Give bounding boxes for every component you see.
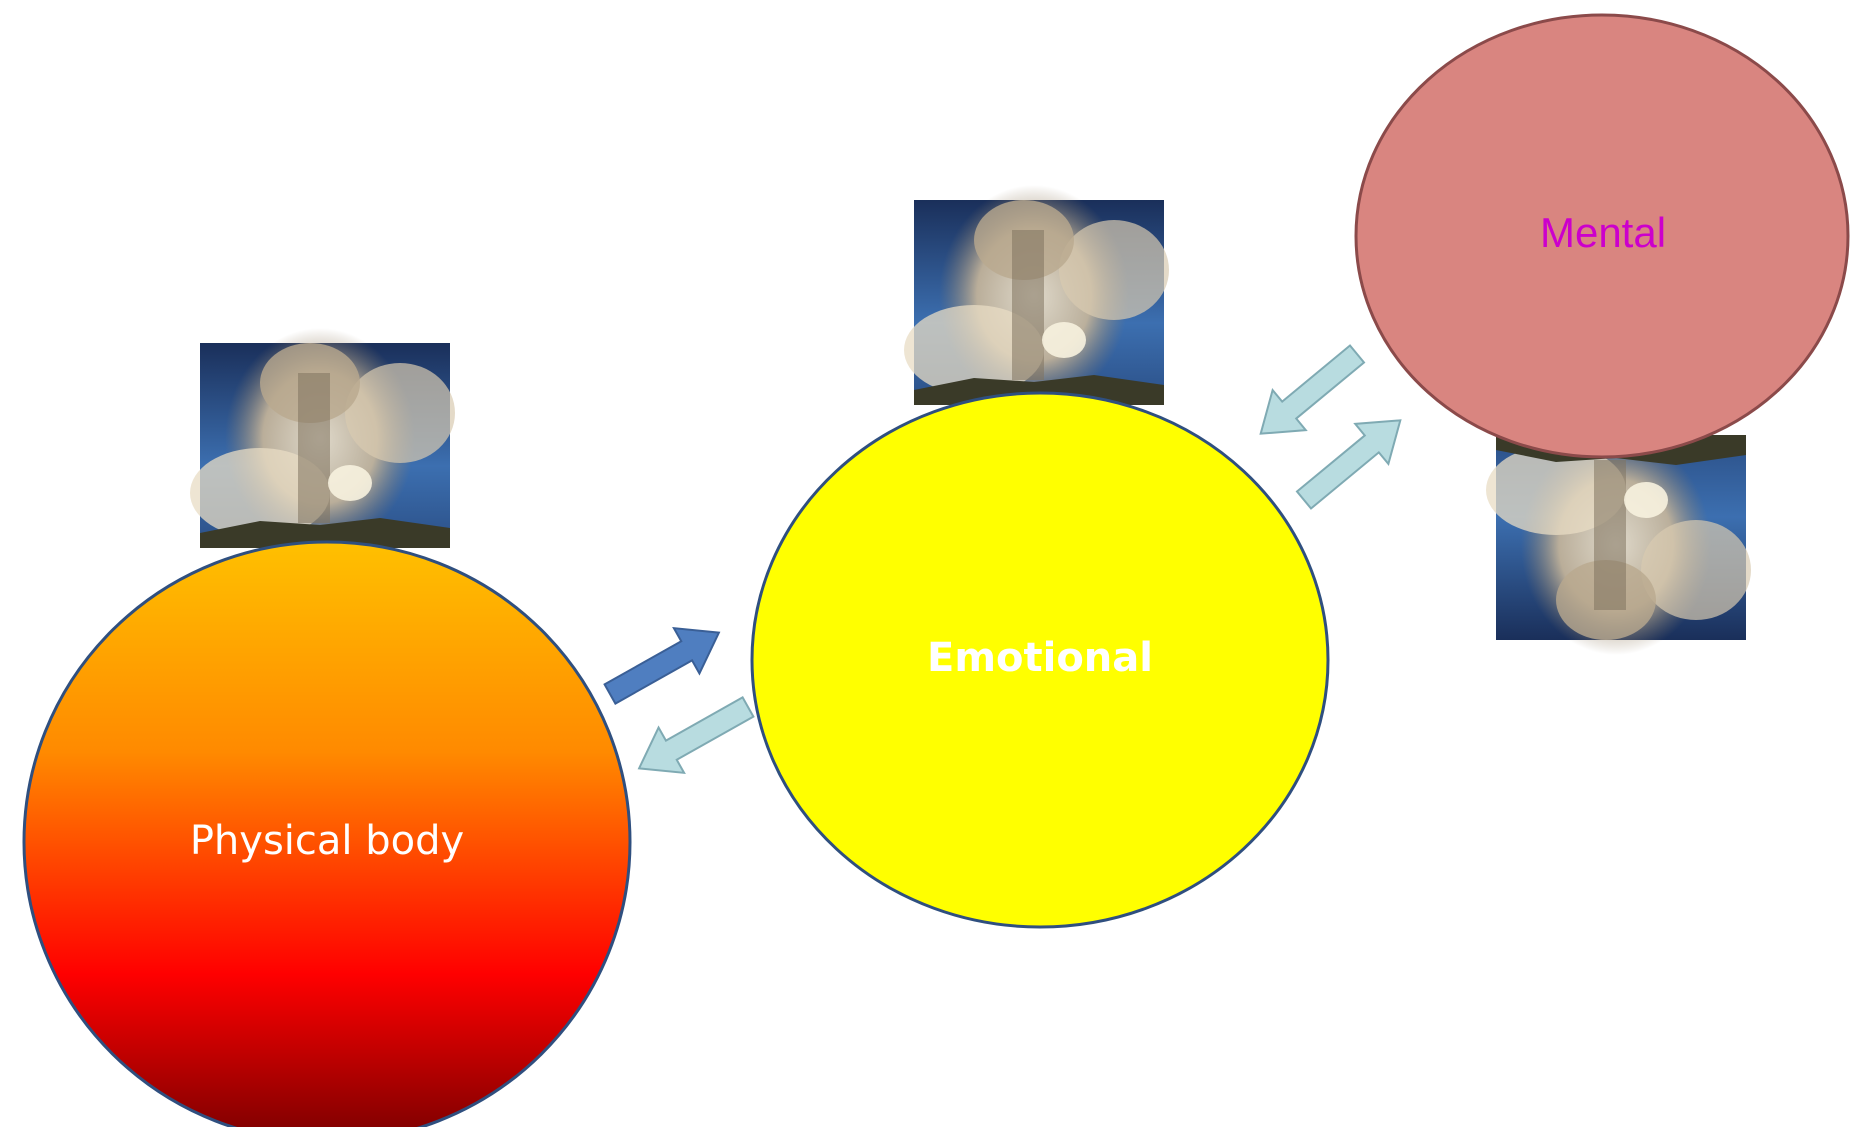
mental-label: Mental (1540, 209, 1666, 256)
emotional-node (750, 391, 1330, 929)
arrow-physical-to-emotional (603, 626, 721, 705)
emotional-label: Emotional (927, 635, 1153, 681)
geyser-photo-emotional (904, 185, 1169, 405)
arrow-emotional-to-physical (637, 696, 755, 775)
mental-node (1354, 13, 1850, 459)
physical-body-node (22, 540, 632, 1127)
physical-body-label: Physical body (190, 818, 464, 864)
arrow-emotional-to-mental (1295, 419, 1402, 510)
geyser-photo-mental (1486, 435, 1751, 655)
geyser-photo-physical (190, 328, 455, 548)
arrow-mental-to-emotional (1259, 344, 1366, 435)
